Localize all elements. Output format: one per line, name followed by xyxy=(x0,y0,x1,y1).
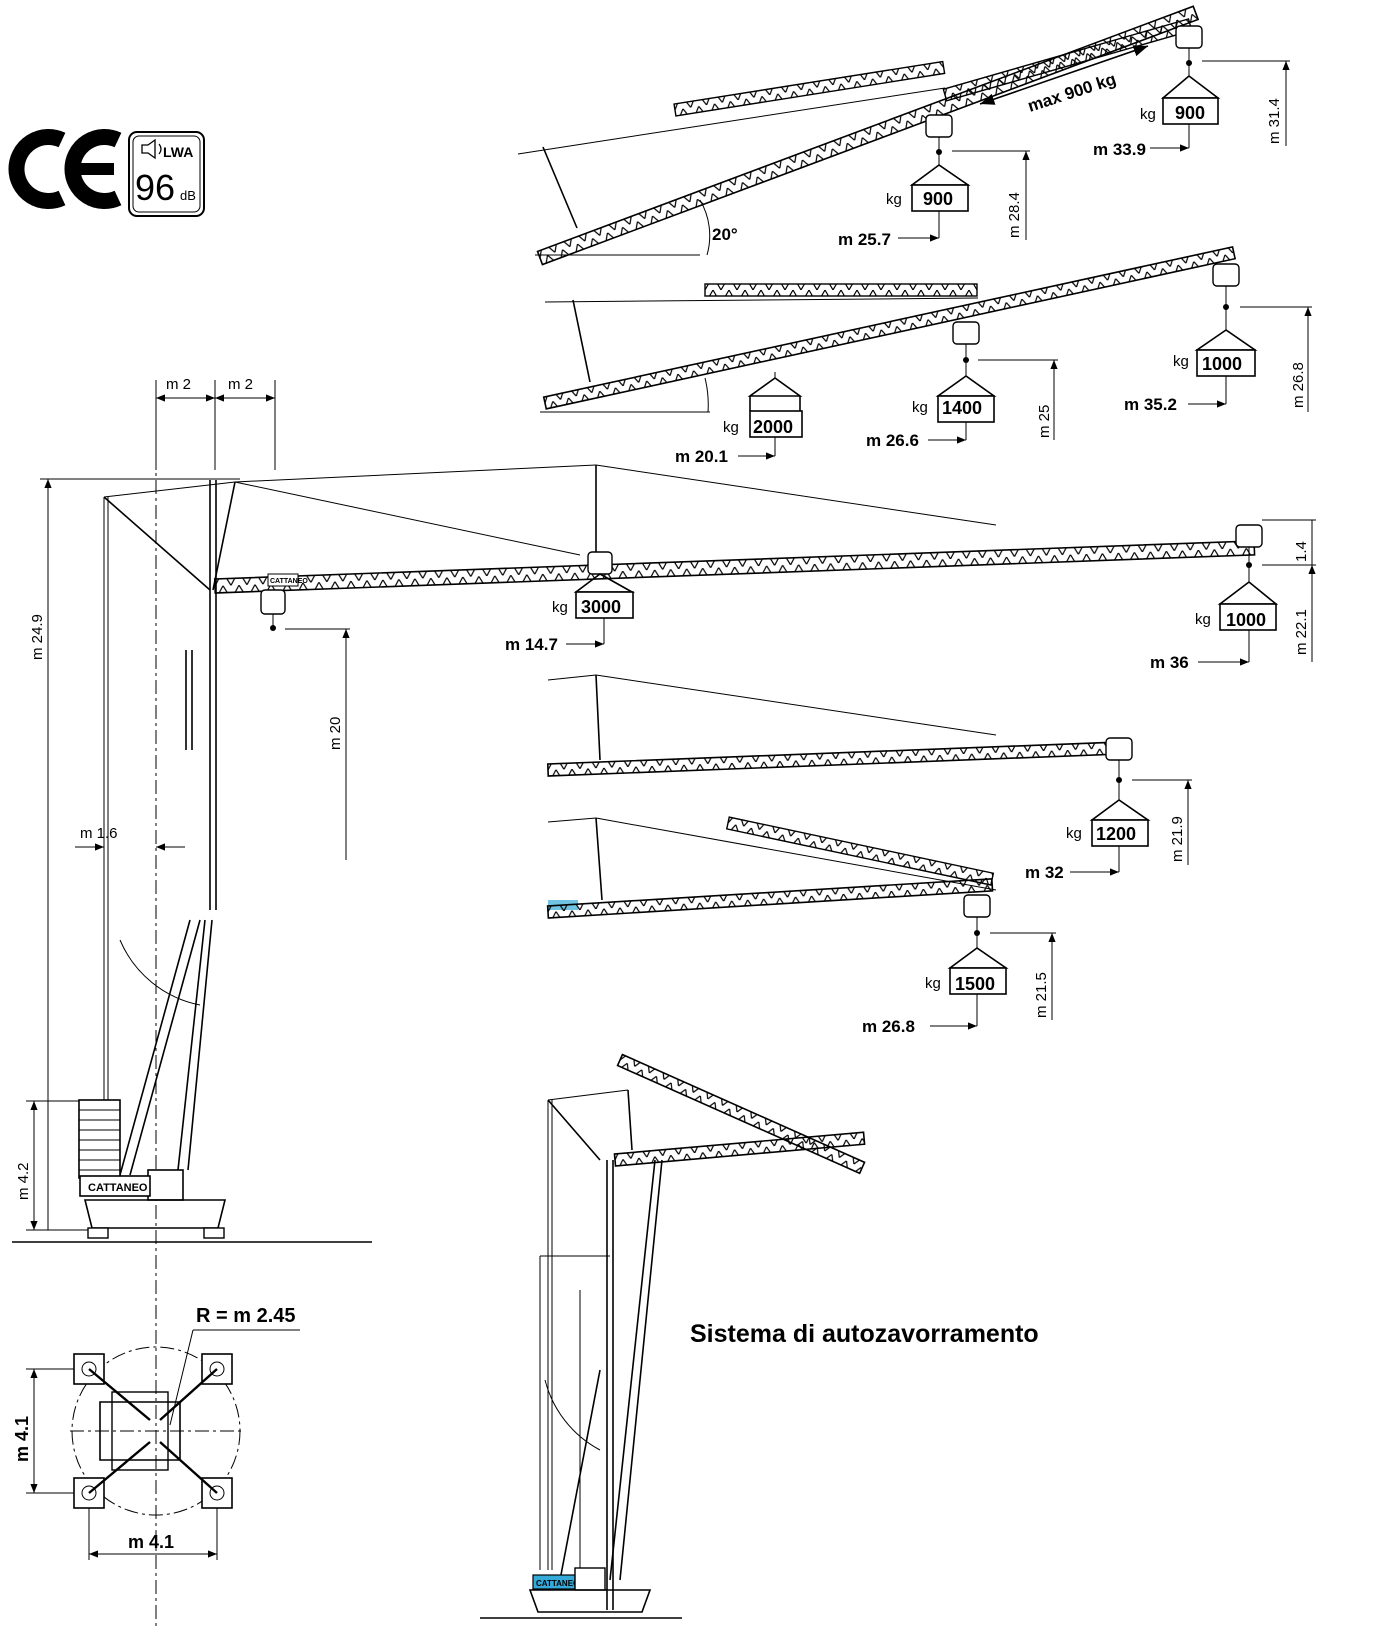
radius-tip-12: m 35.2 xyxy=(1124,395,1177,414)
radius-mid-12: m 26.6 xyxy=(866,431,919,450)
radius-tip-folded: m 26.8 xyxy=(862,1017,915,1036)
config-folded: kg 1500 m 26.8 m 21.5 xyxy=(546,816,1056,1036)
config-20deg: max 900 kg 20° kg 900 m 25.7 m 28.4 kg 9… xyxy=(517,5,1290,266)
unit-root-12: kg xyxy=(723,419,739,436)
load-tip-32: 1200 xyxy=(1096,824,1136,844)
radius-main-tip: m 36 xyxy=(1150,653,1189,672)
noise-unit: dB xyxy=(180,188,196,203)
unit-mid-12: kg xyxy=(912,399,928,416)
jib-brand: CATTANEO xyxy=(270,578,308,585)
angle-20: 20° xyxy=(712,225,738,244)
hook-main-tip xyxy=(1217,524,1279,631)
cab-brand: CATTANEO xyxy=(536,1579,579,1588)
base-width: m 4.1 xyxy=(128,1532,174,1552)
load-tip-20: 900 xyxy=(1175,103,1205,123)
noise-badge: LWA 96 dB xyxy=(128,131,205,217)
self-ballast-title: Sistema di autozavorramento xyxy=(690,1320,1039,1348)
hook-12-tip xyxy=(1194,263,1258,377)
height-tip-20: m 31.4 xyxy=(1266,98,1283,144)
height-mid-20: m 28.4 xyxy=(1006,192,1023,238)
tip-offset: 1.4 xyxy=(1293,541,1310,562)
radius-mid-20: m 25.7 xyxy=(838,230,891,249)
height-tip-32: m 21.9 xyxy=(1169,816,1186,862)
radius-tip-32: m 32 xyxy=(1025,863,1064,882)
load-root-12: 2000 xyxy=(753,417,793,437)
self-ballast-crane: CATTANEO Sistema di autozavorramento xyxy=(480,1053,1039,1619)
hook-height: m 20 xyxy=(327,717,344,750)
base-height: m 4.2 xyxy=(15,1162,32,1200)
load-main-mid: 3000 xyxy=(581,597,621,617)
unit-mid-20: kg xyxy=(886,191,902,208)
ballast-block xyxy=(78,1099,121,1179)
hook-tip-20 xyxy=(1160,25,1221,125)
jib-20deg-folded xyxy=(673,60,946,117)
radius-tip-20: m 33.9 xyxy=(1093,140,1146,159)
counter-offset: m 1.6 xyxy=(80,825,118,842)
top-offset-1: m 2 xyxy=(166,376,191,393)
unit-tip-32: kg xyxy=(1066,825,1082,842)
unit-main-mid: kg xyxy=(552,599,568,616)
unit-tip-20: kg xyxy=(1140,106,1156,123)
height-main-tip: m 22.1 xyxy=(1293,609,1310,655)
load-mid-12: 1400 xyxy=(942,398,982,418)
radius-main-mid: m 14.7 xyxy=(505,635,558,654)
config-12deg: kg 2000 m 20.1 kg 1400 m 26.6 m 25 kg 10… xyxy=(540,245,1312,466)
main-jib xyxy=(213,540,1256,594)
hook-mid-20 xyxy=(909,114,971,212)
tower-height: m 24.9 xyxy=(29,614,46,660)
main-crane: m 2 m 2 m 24.9 CATTANEO xyxy=(12,376,1316,1629)
tower-mast xyxy=(209,480,217,910)
base-plan: R = m 2.45 m 4.1 m 4.1 xyxy=(12,1305,300,1560)
top-offset-2: m 2 xyxy=(228,376,253,393)
base-radius: R = m 2.45 xyxy=(196,1305,296,1327)
load-tip-folded: 1500 xyxy=(955,974,995,994)
load-main-tip: 1000 xyxy=(1226,610,1266,630)
unit-main-tip: kg xyxy=(1195,611,1211,628)
unit-tip-folded: kg xyxy=(925,975,941,992)
jib-12deg-folded xyxy=(704,283,978,297)
load-mid-20: 900 xyxy=(923,189,953,209)
noise-label: LWA xyxy=(163,144,193,160)
base-brand: CATTANEO xyxy=(88,1182,148,1194)
height-mid-12: m 25 xyxy=(1036,405,1053,438)
hook-folded xyxy=(947,894,1009,995)
speaker-icon xyxy=(141,138,162,160)
base-depth: m 4.1 xyxy=(12,1416,32,1462)
load-tip-12: 1000 xyxy=(1202,354,1242,374)
config-32: kg 1200 m 32 m 21.9 xyxy=(546,674,1192,882)
hook-12-root xyxy=(747,372,803,438)
jib-12deg xyxy=(542,245,1237,410)
hook-32 xyxy=(1089,737,1151,847)
unit-tip-12: kg xyxy=(1173,353,1189,370)
ce-mark xyxy=(8,129,122,209)
height-tip-12: m 26.8 xyxy=(1290,362,1307,408)
radius-root-12: m 20.1 xyxy=(675,447,728,466)
noise-value: 96 xyxy=(135,167,175,208)
height-tip-folded: m 21.5 xyxy=(1033,972,1050,1018)
